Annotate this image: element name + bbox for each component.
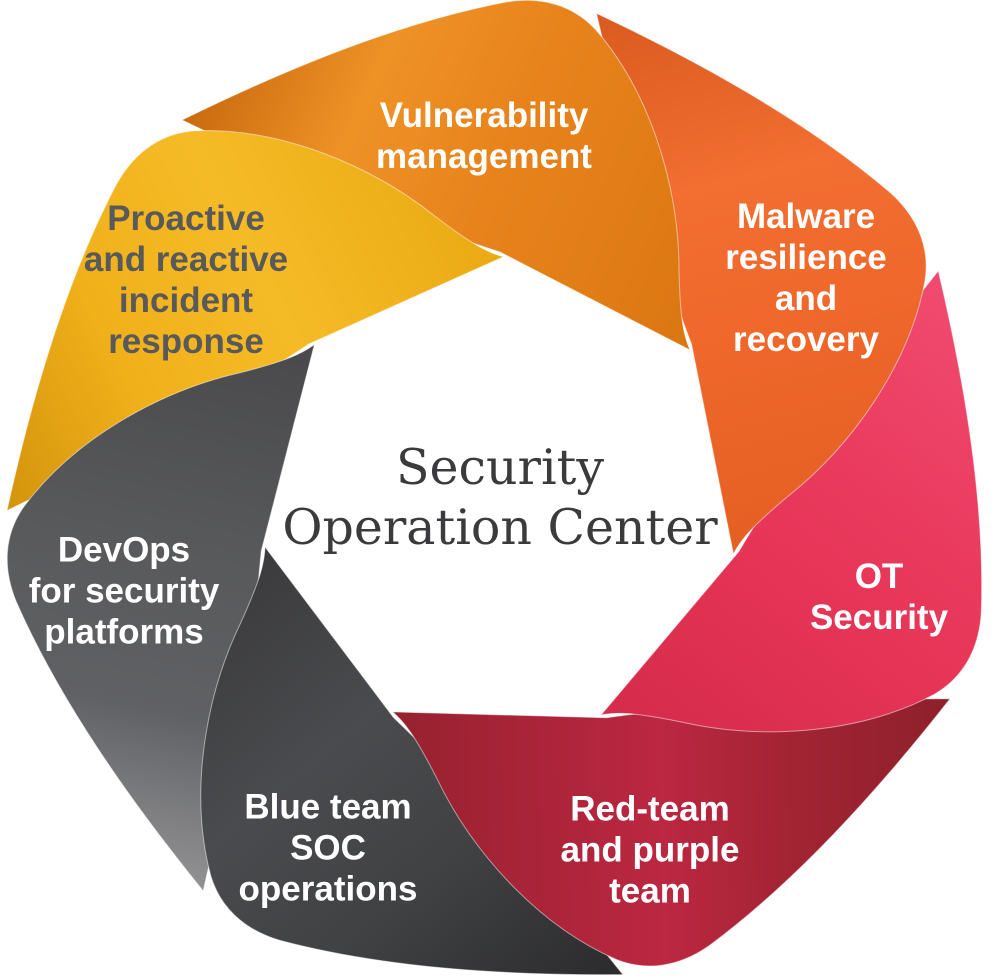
- label-line: and: [774, 279, 838, 318]
- segment-label-proactive-response: Proactive and reactive incident response: [84, 198, 288, 362]
- segment-label-malware-resilience: Malware resilience and recovery: [725, 196, 887, 360]
- segment-label-blue-team: Blue team SOC operations: [239, 787, 418, 910]
- label-line: Red-team: [570, 789, 730, 829]
- segment-label-ot-security: OT Security: [810, 556, 948, 638]
- label-line: for security: [28, 571, 220, 611]
- label-line: recovery: [733, 320, 879, 359]
- label-line: and reactive: [83, 240, 289, 279]
- label-line: Proactive: [107, 199, 265, 238]
- label-line: Vulnerability: [379, 96, 589, 135]
- label-line: Malware: [736, 197, 876, 236]
- label-line: team: [609, 871, 691, 911]
- label-line: SOC: [290, 828, 366, 868]
- segment-label-vulnerability-management: Vulnerability management: [376, 95, 592, 177]
- title-line: Security: [395, 439, 605, 496]
- label-line: and purple: [560, 830, 740, 870]
- segment-label-devops: DevOps for security platforms: [29, 530, 220, 653]
- label-line: operations: [238, 869, 418, 909]
- segment-label-red-team: Red-team and purple team: [561, 789, 740, 912]
- label-line: Security: [809, 598, 949, 637]
- label-line: incident: [118, 281, 254, 320]
- label-line: DevOps: [57, 530, 191, 570]
- label-line: management: [376, 137, 592, 176]
- label-line: Blue team: [244, 787, 412, 827]
- label-line: resilience: [725, 238, 887, 277]
- label-line: OT: [854, 557, 904, 596]
- title-line: Operation Center: [282, 499, 718, 556]
- label-line: platforms: [44, 612, 204, 652]
- label-line: response: [108, 322, 264, 361]
- diagram-title: Security Operation Center: [282, 438, 717, 558]
